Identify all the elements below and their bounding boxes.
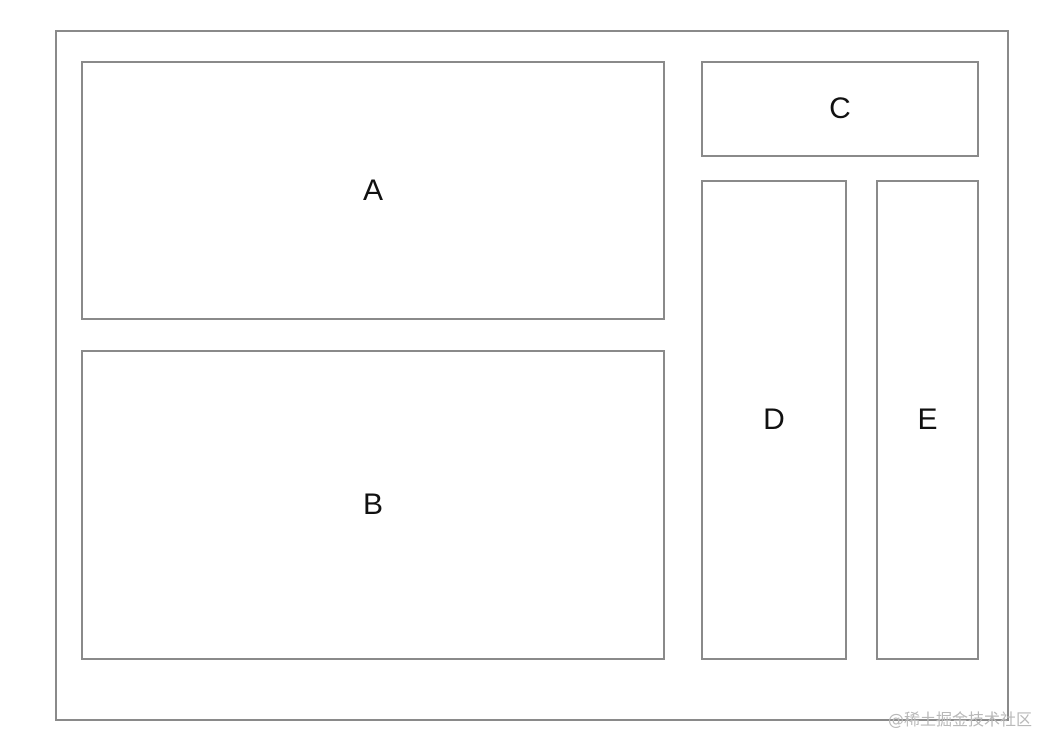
outer-container [55, 30, 1009, 721]
box-a-label: A [362, 173, 383, 207]
box-e: E [876, 180, 979, 660]
box-e-label: E [917, 403, 938, 436]
box-b: B [81, 350, 665, 660]
box-c-label: C [829, 92, 851, 125]
box-b-label: B [362, 488, 383, 521]
watermark-text: @稀土掘金技术社区 [887, 710, 1032, 729]
watermark: @稀土掘金技术社区 [888, 706, 1032, 730]
box-d: D [701, 180, 847, 660]
box-d-label: D [763, 403, 785, 436]
box-c: C [701, 61, 979, 157]
box-a: A [81, 61, 665, 320]
